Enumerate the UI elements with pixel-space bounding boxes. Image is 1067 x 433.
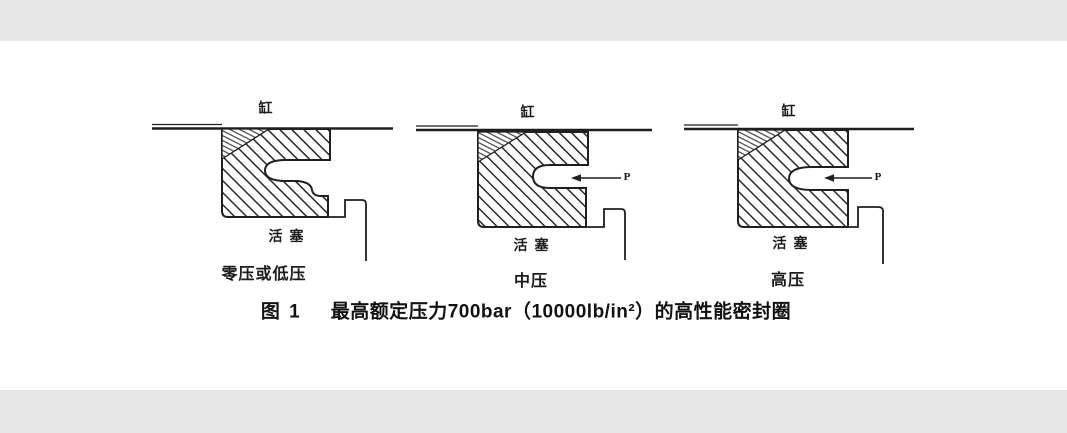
diagram-high-pressure [684, 124, 914, 264]
piston-label-3: 活塞 [772, 235, 815, 251]
seal-body-3 [737, 129, 849, 228]
piston-label-2: 活塞 [513, 237, 556, 253]
piston-step-outline-1 [327, 199, 367, 261]
pressure-symbol-3: P [874, 171, 882, 183]
anti-extrusion-wedge-1 [221, 128, 272, 161]
cylinder-label-1: 缸 [258, 100, 274, 116]
diagram-zero-low-pressure [152, 123, 393, 261]
seal-body-2 [477, 131, 589, 228]
figure-title: 最高额定压力700bar（10000lb/in²）的高性能密封圈 [330, 301, 792, 323]
piston-label-1: 活塞 [268, 228, 311, 244]
pressure-arrow-head-3 [824, 174, 834, 182]
cylinder-label-3: 缸 [781, 103, 797, 119]
figure-number: 图 1 [260, 301, 302, 323]
top-gray-bar [0, 0, 1067, 41]
figure-caption: 图 1 最高额定压力700bar（10000lb/in²）的高性能密封圈 [261, 297, 791, 324]
pressure-state-label-3: 高压 [770, 272, 806, 289]
piston-step-outline-3 [845, 206, 884, 264]
cylinder-label-2: 缸 [520, 104, 536, 120]
piston-step-outline-2 [585, 208, 626, 260]
pressure-arrow-head-2 [571, 174, 581, 182]
pressure-state-label-1: 零压或低压 [221, 266, 307, 283]
pressure-symbol-2: P [623, 171, 631, 183]
bottom-gray-bar [0, 390, 1067, 433]
pressure-state-label-2: 中压 [513, 273, 549, 290]
anti-extrusion-wedge-3 [737, 129, 788, 162]
seal-body-1 [221, 128, 331, 218]
anti-extrusion-wedge-2 [477, 131, 529, 164]
diagram-medium-pressure [416, 125, 652, 260]
